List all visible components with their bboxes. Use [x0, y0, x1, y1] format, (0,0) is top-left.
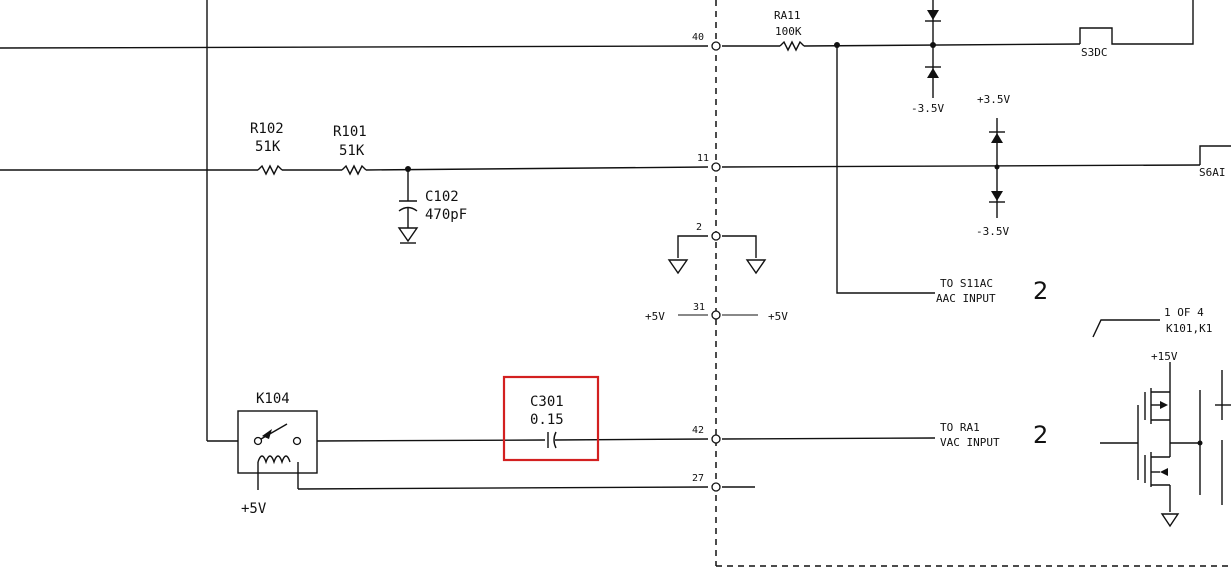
c301-ref-label: C301: [530, 394, 564, 410]
k104-ref-label: K104: [256, 391, 290, 407]
pin-31-label: 31: [693, 302, 705, 313]
connector-boundary: [715, 0, 1231, 567]
pin-27-label: 27: [692, 473, 704, 484]
r102-value-label: 51K: [255, 139, 281, 155]
c102-value-label: 470pF: [425, 207, 467, 223]
voltage-pos-mid: +3.5V: [977, 93, 1010, 106]
voltage-5v-left: +5V: [645, 310, 665, 323]
voltage-neg-top: -3.5V: [911, 102, 944, 115]
voltage-5v-right: +5V: [768, 310, 788, 323]
vac-dest-line2: VAC INPUT: [940, 436, 1000, 449]
pin-11-label: 11: [697, 153, 709, 164]
net-pin11: [0, 145, 1231, 176]
capacitor-c301: [547, 431, 557, 449]
voltage-15v: +15V: [1151, 350, 1178, 363]
fet-circuit: [1092, 319, 1231, 528]
aac-sheet-ref: 2: [1033, 277, 1048, 305]
net-pin40: [0, 0, 1194, 52]
vac-dest-line1: TO RA1: [940, 421, 980, 434]
highlight-box-c301: [502, 375, 600, 462]
relay-group-line2: K101,K1: [1166, 322, 1212, 335]
aac-dest-line1: TO S11AC: [940, 277, 993, 290]
pin-40-label: 40: [692, 32, 704, 43]
ra11-value-label: 100K: [775, 25, 802, 38]
connector-s6a-label: S6AI: [1199, 166, 1226, 179]
c301-value-label: 0.15: [530, 412, 564, 428]
pin-2-label: 2: [696, 222, 702, 233]
relay-group-line1: 1 OF 4: [1164, 306, 1204, 319]
connector-s3dc-label: S3DC: [1081, 46, 1108, 59]
connector-terminals: [711, 41, 721, 492]
relay-k104: [237, 410, 318, 490]
voltage-neg-mid: -3.5V: [976, 225, 1009, 238]
r101-value-label: 51K: [339, 143, 365, 159]
ground-pin2: [667, 235, 767, 275]
c102-ref-label: C102: [425, 189, 459, 205]
aac-dest-line2: AAC INPUT: [936, 292, 996, 305]
r101-ref-label: R101: [333, 124, 367, 140]
pin-42-label: 42: [692, 425, 704, 436]
vac-sheet-ref: 2: [1033, 421, 1048, 449]
capacitor-c102: [397, 169, 419, 244]
r102-ref-label: R102: [250, 121, 284, 137]
ra11-ref-label: RA11: [774, 9, 801, 22]
k104-supply-label: +5V: [241, 501, 267, 517]
diode-clamp-top: [925, 0, 941, 98]
diode-clamp-mid: [989, 118, 1005, 218]
